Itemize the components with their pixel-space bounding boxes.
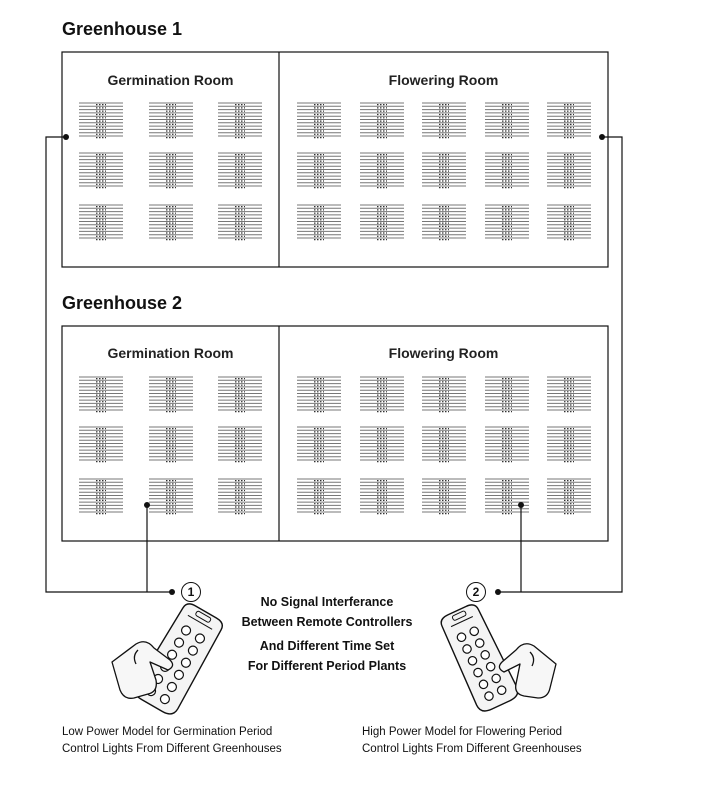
light-panel-gh2-flowering-r1c5 — [547, 376, 591, 413]
greenhouse-1-title: Greenhouse 1 — [62, 19, 183, 39]
light-panel-gh1-germination-r2c1 — [79, 152, 123, 189]
light-panels-greenhouse-2 — [79, 376, 591, 515]
center-note-line-4: For Different Period Plants — [247, 659, 407, 673]
light-panel-gh2-flowering-r1c1 — [297, 376, 341, 413]
light-panel-gh2-germination-r2c1 — [79, 426, 123, 463]
light-panel-gh2-flowering-r2c5 — [547, 426, 591, 463]
light-panel-gh2-flowering-r1c4 — [485, 376, 529, 413]
light-panel-gh2-germination-r2c2 — [149, 426, 193, 463]
light-panel-gh1-flowering-r3c5 — [547, 204, 591, 241]
center-note-line-3: And Different Time Set — [259, 639, 395, 653]
light-panel-gh2-flowering-r2c4 — [485, 426, 529, 463]
greenhouse-2-flowering-room-title: Flowering Room — [388, 345, 499, 361]
hand-controller-2 — [498, 643, 557, 699]
light-panel-gh2-flowering-r3c2 — [360, 478, 404, 515]
greenhouse-1-germination-room-title: Germination Room — [107, 72, 234, 88]
light-panel-gh2-germination-r1c3 — [218, 376, 262, 413]
controller-1-caption: Low Power Model for Germination Period C… — [62, 724, 282, 758]
light-panel-gh2-germination-r1c2 — [149, 376, 193, 413]
light-panel-gh1-flowering-r1c1 — [297, 102, 341, 139]
light-panel-gh2-flowering-r1c2 — [360, 376, 404, 413]
greenhouse-2-title: Greenhouse 2 — [62, 293, 183, 313]
light-panel-gh2-germination-r3c1 — [79, 478, 123, 515]
light-panel-gh2-flowering-r3c5 — [547, 478, 591, 515]
junction-dot-controller-1 — [169, 589, 175, 595]
light-panel-gh1-germination-r1c1 — [79, 102, 123, 139]
light-panel-gh1-germination-r3c1 — [79, 204, 123, 241]
light-panel-gh1-flowering-r2c4 — [485, 152, 529, 189]
light-panel-gh1-flowering-r2c1 — [297, 152, 341, 189]
greenhouse-1-flowering-room-title: Flowering Room — [388, 72, 499, 88]
light-panel-gh1-germination-r1c2 — [149, 102, 193, 139]
controller-2-caption-line-2: Control Lights From Different Greenhouse… — [362, 743, 582, 755]
junction-dot-gh1-right — [599, 134, 605, 140]
light-panel-gh1-germination-r2c3 — [218, 152, 262, 189]
light-panel-gh1-flowering-r2c3 — [422, 152, 466, 189]
controller-1-caption-line-1: Low Power Model for Germination Period — [62, 726, 273, 738]
light-panel-gh1-germination-r3c2 — [149, 204, 193, 241]
light-panel-gh1-flowering-r3c2 — [360, 204, 404, 241]
controller-1-caption-line-2: Control Lights From Different Greenhouse… — [62, 743, 282, 755]
light-panel-gh2-flowering-r1c3 — [422, 376, 466, 413]
light-panel-gh1-flowering-r3c3 — [422, 204, 466, 241]
light-panel-gh1-germination-r1c3 — [218, 102, 262, 139]
light-panel-gh1-flowering-r1c5 — [547, 102, 591, 139]
greenhouse-2-frame — [61, 325, 609, 542]
light-panel-gh1-flowering-r2c2 — [360, 152, 404, 189]
hand-controller-1 — [111, 641, 174, 699]
wire-junction-dots — [63, 134, 605, 595]
junction-dot-gh2-flowering — [518, 502, 524, 508]
light-panel-gh1-germination-r2c2 — [149, 152, 193, 189]
light-panel-gh2-flowering-r2c1 — [297, 426, 341, 463]
light-panel-gh1-flowering-r2c5 — [547, 152, 591, 189]
wire-controller-2-to-gh1-flowering — [498, 136, 623, 593]
light-panel-gh2-flowering-r2c3 — [422, 426, 466, 463]
controller-2-number-badge: 2 — [466, 582, 486, 602]
light-panel-gh1-germination-r3c3 — [218, 204, 262, 241]
center-note-line-1: No Signal Interferance — [260, 595, 394, 609]
light-panels-greenhouse-1 — [79, 102, 591, 241]
control-wires — [45, 136, 623, 593]
greenhouse-1-frame — [61, 51, 609, 268]
light-panel-gh2-germination-r3c2 — [149, 478, 193, 515]
light-panel-gh2-flowering-r3c1 — [297, 478, 341, 515]
light-panel-gh1-flowering-r3c1 — [297, 204, 341, 241]
controller-1-number-badge: 1 — [181, 582, 201, 602]
light-panel-gh2-flowering-r3c3 — [422, 478, 466, 515]
light-panel-gh1-flowering-r1c4 — [485, 102, 529, 139]
remote-controller-2 — [440, 604, 519, 712]
light-panel-gh2-germination-r3c3 — [218, 478, 262, 515]
light-panel-gh2-germination-r2c3 — [218, 426, 262, 463]
light-panel-gh2-germination-r1c1 — [79, 376, 123, 413]
junction-dot-controller-2 — [495, 589, 501, 595]
controller-2-caption-line-1: High Power Model for Flowering Period — [362, 726, 563, 738]
junction-dot-gh1-left — [63, 134, 69, 140]
center-note-line-2: Between Remote Controllers — [241, 615, 413, 629]
wire-controller-1-to-gh1-germination — [45, 136, 172, 593]
light-panel-gh2-flowering-r2c2 — [360, 426, 404, 463]
junction-dot-gh2-germination — [144, 502, 150, 508]
light-panel-gh2-flowering-r3c4 — [485, 478, 529, 515]
light-panel-gh1-flowering-r3c4 — [485, 204, 529, 241]
light-panel-gh1-flowering-r1c2 — [360, 102, 404, 139]
greenhouse-2-germination-room-title: Germination Room — [107, 345, 234, 361]
controller-2-caption: High Power Model for Flowering Period Co… — [362, 724, 582, 758]
light-panel-gh1-flowering-r1c3 — [422, 102, 466, 139]
